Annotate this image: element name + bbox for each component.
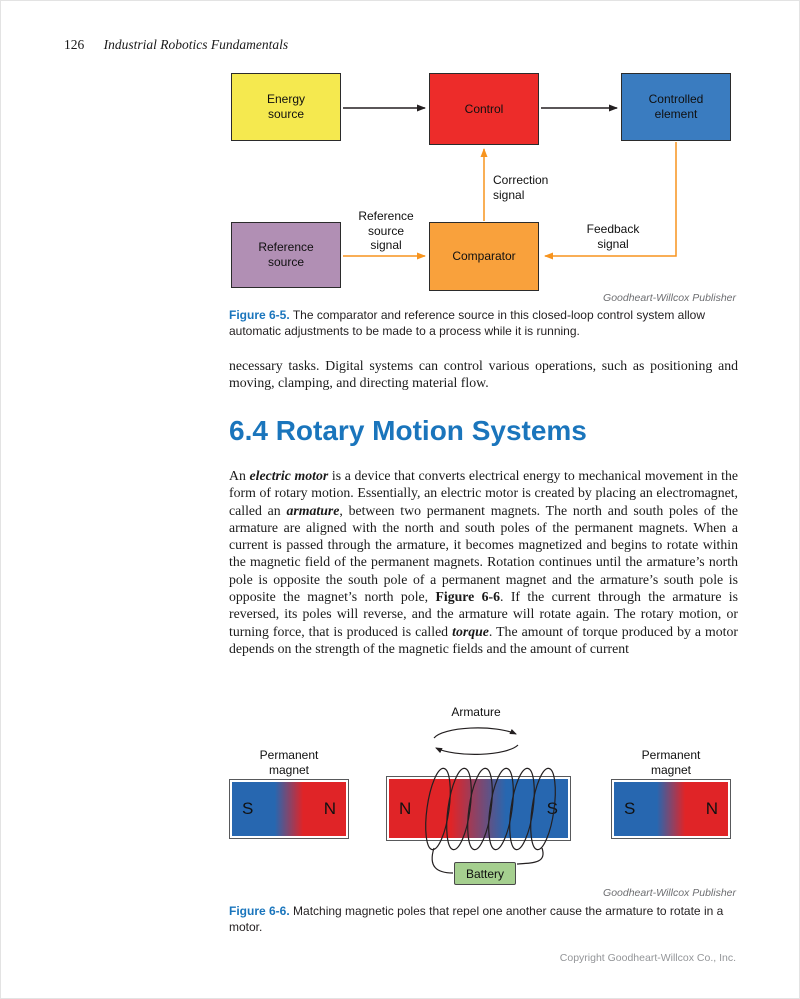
figure-6-6-reference: Figure 6-6 — [435, 589, 501, 605]
page-number: 126 — [64, 37, 85, 52]
figure-6-6-label: Figure 6-6. — [229, 904, 290, 918]
book-title: Industrial Robotics Fundamentals — [103, 37, 289, 52]
pole-letter-n: N — [323, 799, 336, 818]
figure-6-6-diagram: Armature Permanent magnet Permanent magn… — [1, 701, 799, 893]
term-armature: armature — [286, 502, 340, 518]
comparator-box: Comparator — [429, 222, 539, 291]
control-box: Control — [429, 73, 539, 145]
feedback-signal-label: Feedback signal — [586, 222, 640, 251]
correction-signal-label: Correction signal — [493, 173, 549, 202]
section-heading: 6.4 Rotary Motion Systems — [229, 415, 587, 446]
figure-6-5-credit: Goodheart-Willcox Publisher — [603, 292, 736, 304]
controlled-element-box: Controlled element — [621, 73, 731, 141]
text-run: An — [229, 468, 250, 483]
reference-source-signal-label: Reference source signal — [358, 209, 414, 253]
figure-6-6-caption: Figure 6-6. Matching magnetic poles that… — [229, 904, 739, 935]
body-paragraph-1: necessary tasks. Digital systems can con… — [229, 358, 738, 391]
figure-6-5-caption-text: The comparator and reference source in t… — [229, 308, 706, 338]
left-permanent-magnet: S N — [229, 779, 349, 839]
text-run: . The amount of torque produced by a mot… — [229, 623, 739, 656]
battery-lead-right — [516, 847, 544, 865]
battery-box: Battery — [454, 862, 516, 885]
right-permanent-magnet-label: Permanent magnet — [641, 748, 701, 777]
rotation-arrow-bottom — [435, 744, 519, 755]
body-paragraph-2: An electric motor is a device that conve… — [229, 467, 738, 657]
reference-source-box: Reference source — [231, 222, 341, 288]
figure-6-5-caption: Figure 6-5. The comparator and reference… — [229, 308, 739, 339]
text-run: , between two permanent magnets. The nor… — [229, 502, 738, 605]
term-electric-motor: electric motor — [249, 468, 329, 483]
figure-6-5-label: Figure 6-5. — [229, 308, 290, 322]
figure-6-5-diagram: Energy source Control Controlled element… — [1, 69, 799, 301]
pole-letter-n: N — [399, 798, 412, 818]
term-torque: torque — [452, 623, 489, 639]
copyright-notice: Copyright Goodheart-Willcox Co., Inc. — [559, 952, 736, 964]
text-run: is a device that converts electrical ene… — [229, 468, 739, 518]
armature-label: Armature — [451, 705, 501, 719]
right-permanent-magnet: S N — [611, 779, 731, 839]
figure-6-6-credit: Goodheart-Willcox Publisher — [603, 887, 736, 899]
figure-6-6-caption-text: Matching magnetic poles that repel one a… — [229, 904, 724, 934]
energy-source-box: Energy source — [231, 73, 341, 141]
armature-magnet: N S — [386, 776, 571, 841]
pole-letter-n: N — [705, 799, 718, 818]
left-permanent-magnet-label: Permanent magnet — [259, 748, 319, 777]
text-run: . If the current through the armature is… — [229, 589, 739, 639]
battery-lead-left — [431, 847, 454, 874]
pole-letter-s: S — [546, 798, 558, 818]
pole-letter-s: S — [624, 799, 636, 818]
pole-letter-s: S — [242, 799, 254, 818]
running-head: 126 Industrial Robotics Fundamentals — [64, 37, 288, 53]
rotation-arrow-top — [433, 727, 517, 739]
